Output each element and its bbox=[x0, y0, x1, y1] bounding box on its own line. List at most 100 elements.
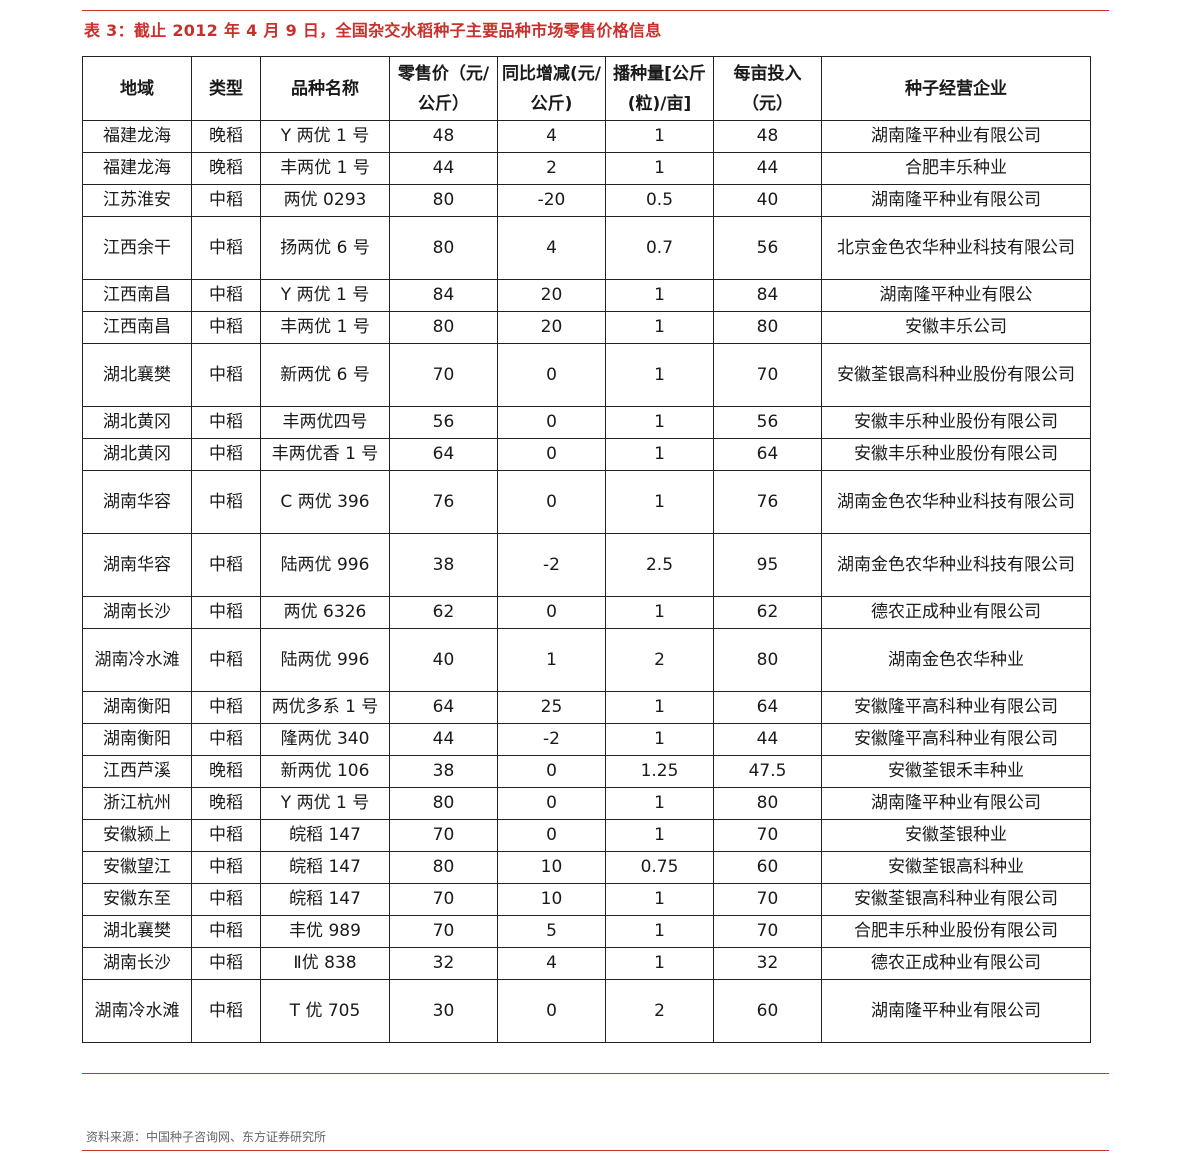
footer-divider bbox=[82, 1150, 1109, 1151]
cell-type: 中稻 bbox=[191, 533, 261, 597]
cell-yoy-change: 0 bbox=[497, 470, 606, 534]
cell-seed-company: 湖南金色农华种业 bbox=[821, 628, 1091, 692]
cell-retail-price: 80 bbox=[389, 851, 498, 884]
cell-region: 湖南衡阳 bbox=[82, 691, 192, 724]
cell-yoy-change: 0 bbox=[497, 438, 606, 471]
cell-variety: 丰两优香 1 号 bbox=[260, 438, 390, 471]
cell-seeding-rate: 0.5 bbox=[605, 184, 714, 217]
cell-type: 中稻 bbox=[191, 819, 261, 852]
cell-retail-price: 44 bbox=[389, 723, 498, 756]
cell-retail-price: 40 bbox=[389, 628, 498, 692]
cell-cost-per-mu: 60 bbox=[713, 979, 822, 1043]
cell-region: 江西南昌 bbox=[82, 311, 192, 344]
cell-seed-company: 安徽荃银禾丰种业 bbox=[821, 755, 1091, 788]
cell-seeding-rate: 1 bbox=[605, 691, 714, 724]
header-seeding-rate: 播种量[公斤(粒)/亩] bbox=[605, 56, 714, 121]
cell-retail-price: 44 bbox=[389, 152, 498, 185]
cell-type: 中稻 bbox=[191, 915, 261, 948]
cell-seed-company: 湖南隆平种业有限公司 bbox=[821, 979, 1091, 1043]
cell-region: 福建龙海 bbox=[82, 152, 192, 185]
cell-type: 中稻 bbox=[191, 979, 261, 1043]
cell-type: 中稻 bbox=[191, 628, 261, 692]
cell-yoy-change: 25 bbox=[497, 691, 606, 724]
cell-region: 安徽颍上 bbox=[82, 819, 192, 852]
cell-variety: 扬两优 6 号 bbox=[260, 216, 390, 280]
cell-type: 中稻 bbox=[191, 311, 261, 344]
cell-seeding-rate: 1 bbox=[605, 787, 714, 820]
cell-seeding-rate: 1 bbox=[605, 279, 714, 312]
cell-yoy-change: -20 bbox=[497, 184, 606, 217]
cell-yoy-change: 10 bbox=[497, 883, 606, 916]
cell-cost-per-mu: 70 bbox=[713, 883, 822, 916]
cell-type: 中稻 bbox=[191, 184, 261, 217]
cell-variety: 皖稻 147 bbox=[260, 883, 390, 916]
source-note: 资料来源：中国种子咨询网、东方证券研究所 bbox=[86, 1130, 327, 1144]
cell-seeding-rate: 1 bbox=[605, 311, 714, 344]
cell-retail-price: 64 bbox=[389, 691, 498, 724]
cell-region: 江苏淮安 bbox=[82, 184, 192, 217]
cell-seed-company: 安徽荃银种业 bbox=[821, 819, 1091, 852]
cell-region: 湖南衡阳 bbox=[82, 723, 192, 756]
cell-retail-price: 56 bbox=[389, 406, 498, 439]
cell-yoy-change: 20 bbox=[497, 279, 606, 312]
cell-yoy-change: 4 bbox=[497, 947, 606, 980]
cell-type: 中稻 bbox=[191, 216, 261, 280]
cell-seed-company: 安徽丰乐种业股份有限公司 bbox=[821, 438, 1091, 471]
cell-variety: 陆两优 996 bbox=[260, 628, 390, 692]
cell-seed-company: 安徽丰乐种业股份有限公司 bbox=[821, 406, 1091, 439]
cell-retail-price: 38 bbox=[389, 755, 498, 788]
table-header-row: 地域 类型 品种名称 零售价（元/公斤） 同比增减(元/公斤) 播种量[公斤(粒… bbox=[82, 56, 1091, 121]
cell-yoy-change: 1 bbox=[497, 628, 606, 692]
cell-variety: Ⅱ优 838 bbox=[260, 947, 390, 980]
cell-cost-per-mu: 80 bbox=[713, 787, 822, 820]
cell-seed-company: 安徽荃银高科种业有限公司 bbox=[821, 883, 1091, 916]
cell-seeding-rate: 1 bbox=[605, 819, 714, 852]
cell-cost-per-mu: 62 bbox=[713, 596, 822, 629]
cell-cost-per-mu: 64 bbox=[713, 438, 822, 471]
cell-seeding-rate: 1 bbox=[605, 120, 714, 153]
cell-seeding-rate: 1 bbox=[605, 596, 714, 629]
cell-type: 中稻 bbox=[191, 691, 261, 724]
cell-type: 中稻 bbox=[191, 851, 261, 884]
cell-retail-price: 84 bbox=[389, 279, 498, 312]
cell-retail-price: 70 bbox=[389, 883, 498, 916]
header-variety: 品种名称 bbox=[260, 56, 390, 121]
header-cost-per-mu: 每亩投入（元） bbox=[713, 56, 822, 121]
cell-variety: 丰优 989 bbox=[260, 915, 390, 948]
cell-variety: 丰两优四号 bbox=[260, 406, 390, 439]
cell-cost-per-mu: 80 bbox=[713, 311, 822, 344]
cell-type: 中稻 bbox=[191, 406, 261, 439]
cell-cost-per-mu: 56 bbox=[713, 406, 822, 439]
cell-retail-price: 38 bbox=[389, 533, 498, 597]
cell-seed-company: 安徽丰乐公司 bbox=[821, 311, 1091, 344]
cell-variety: 两优多系 1 号 bbox=[260, 691, 390, 724]
cell-yoy-change: -2 bbox=[497, 723, 606, 756]
cell-retail-price: 30 bbox=[389, 979, 498, 1043]
cell-cost-per-mu: 40 bbox=[713, 184, 822, 217]
cell-seeding-rate: 1 bbox=[605, 915, 714, 948]
cell-type: 中稻 bbox=[191, 883, 261, 916]
header-region: 地域 bbox=[82, 56, 192, 121]
cell-region: 福建龙海 bbox=[82, 120, 192, 153]
cell-cost-per-mu: 48 bbox=[713, 120, 822, 153]
cell-variety: C 两优 396 bbox=[260, 470, 390, 534]
cell-variety: 隆两优 340 bbox=[260, 723, 390, 756]
cell-retail-price: 32 bbox=[389, 947, 498, 980]
cell-cost-per-mu: 70 bbox=[713, 819, 822, 852]
cell-variety: 两优 0293 bbox=[260, 184, 390, 217]
cell-variety: T 优 705 bbox=[260, 979, 390, 1043]
cell-variety: 两优 6326 bbox=[260, 596, 390, 629]
cell-cost-per-mu: 47.5 bbox=[713, 755, 822, 788]
